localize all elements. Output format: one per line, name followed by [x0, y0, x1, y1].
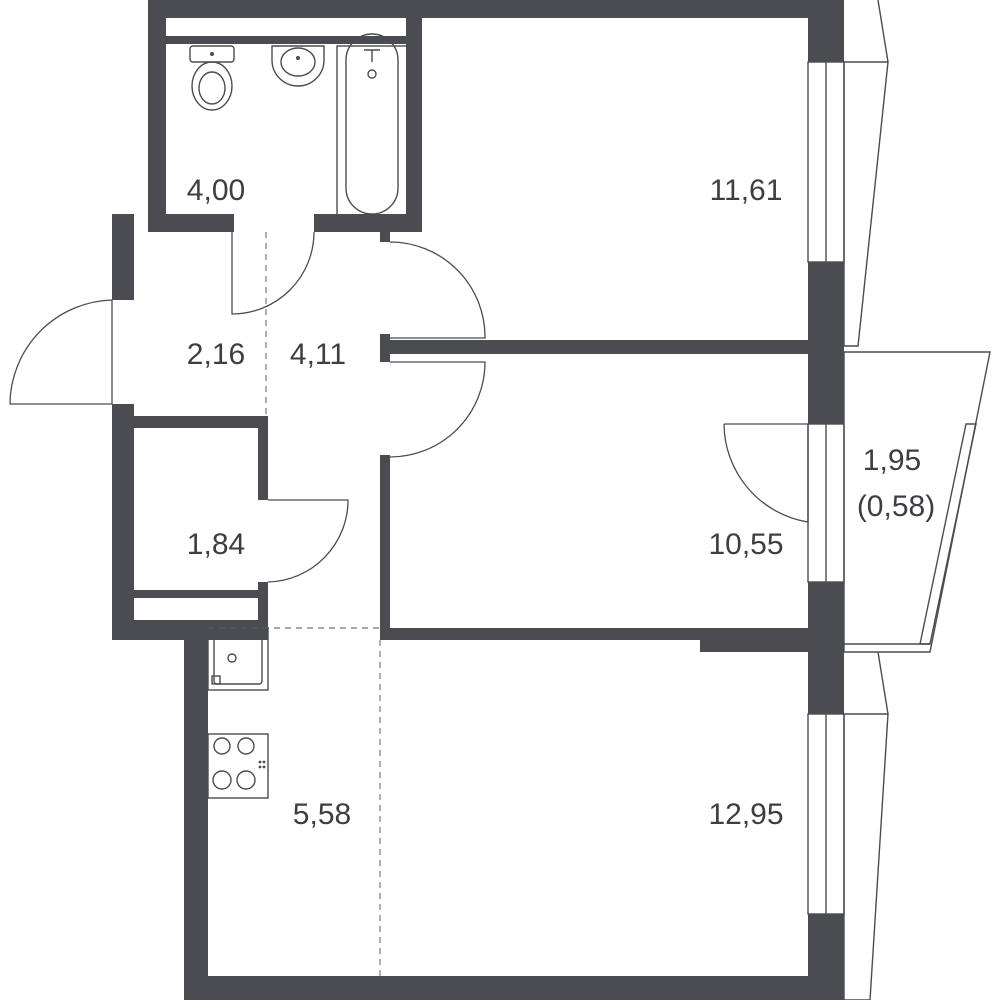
facade-bottom: [808, 914, 844, 1000]
walls: [112, 0, 844, 1000]
bedroom-middle-door: [389, 361, 486, 458]
storage-top-wall: [112, 416, 268, 428]
bathroom-bottom-wall-right: [314, 214, 422, 232]
bathtub-icon: [336, 33, 408, 219]
kitchen-left-wall: [184, 620, 208, 1000]
kitchen-sink-icon: [207, 627, 269, 691]
bathroom-left-wall: [148, 0, 166, 232]
doors: [9, 231, 809, 583]
washbasin-icon: [271, 45, 325, 87]
door-jamb-top: [380, 232, 390, 242]
entry-wall-top: [112, 214, 134, 300]
room-area-living: 12,95: [708, 798, 783, 831]
bedroom-middle-left-wall: [380, 455, 390, 640]
room-area-balcony: 1,95: [863, 444, 921, 477]
room-area-storage: 1,84: [187, 528, 245, 561]
bedroom-divider: [380, 340, 808, 354]
top-wall: [148, 0, 830, 18]
bathroom-door: [231, 231, 315, 315]
windows: [807, 61, 845, 915]
room-area-hall: 4,11: [290, 338, 346, 371]
zone-separators: [208, 232, 381, 976]
storage-shelf: [134, 590, 258, 598]
balcony-outline: [843, 351, 991, 653]
storage-right-wall-low: [258, 582, 268, 640]
room-area-kitchen: 5,58: [293, 798, 351, 831]
bedroom-divider-end: [380, 334, 390, 362]
storage-door: [267, 499, 349, 583]
storage-right-wall: [258, 416, 268, 500]
entrance-door: [9, 299, 113, 405]
room-area-entry: 2,16: [187, 338, 245, 371]
facade-top: [808, 0, 844, 62]
toilet-icon: [189, 45, 235, 111]
bathroom-right-wall: [406, 18, 422, 232]
entry-wall-bottom: [112, 404, 134, 640]
bathroom-shelf: [166, 36, 406, 44]
room-area-bathroom: 4,00: [187, 174, 245, 207]
room-area-bedroom-top: 11,61: [710, 174, 783, 207]
bottom-wall: [184, 976, 844, 1000]
facade-lower: [808, 582, 844, 714]
cooktop-icon: [207, 733, 269, 799]
bathroom-bottom-wall-left: [148, 214, 234, 232]
fin-top: [843, 61, 889, 347]
exterior: [843, 0, 991, 1000]
area-labels: 4,00 11,61 2,16 4,11 1,84 10,55 1,95 (0,…: [187, 174, 935, 831]
facade-mid: [808, 262, 844, 424]
balcony-door: [723, 423, 809, 523]
balcony-railing: [919, 423, 977, 645]
room-area-bedroom-middle: 10,55: [708, 528, 783, 561]
fin-bottom: [843, 713, 889, 1000]
bedroom-top-door: [389, 241, 486, 339]
room-area-balcony-reduced: (0,58): [857, 490, 935, 523]
